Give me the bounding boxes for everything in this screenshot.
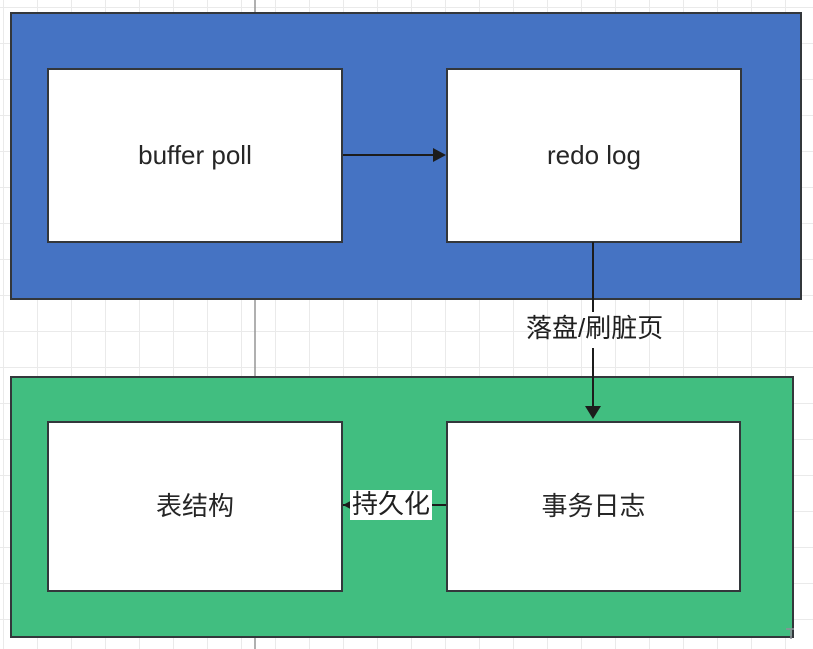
- arrow-redo-to-translog-arrowhead-icon: [585, 406, 601, 419]
- node-transaction-log-label: 事务日志: [541, 490, 646, 521]
- node-table-structure-label: 表结构: [155, 490, 234, 521]
- edge-label-persist: 持久化: [350, 489, 433, 520]
- node-redo-log-label: redo log: [547, 139, 641, 170]
- node-buffer-poll-label: buffer poll: [138, 139, 252, 170]
- grid-major-vline: [254, 0, 256, 649]
- node-buffer-poll[interactable]: buffer poll: [47, 68, 343, 243]
- edge-label-flush: 落盘/刷脏页: [526, 313, 664, 343]
- node-transaction-log[interactable]: 事务日志: [446, 421, 741, 592]
- arrow-buffer-to-redo-arrowhead-icon: [433, 148, 446, 162]
- arrow-redo-to-translog-line[interactable]: [592, 348, 594, 407]
- arrow-buffer-to-redo-line[interactable]: [343, 154, 434, 156]
- arrow-redo-to-translog-line[interactable]: [592, 242, 594, 312]
- node-redo-log[interactable]: redo log: [446, 68, 742, 243]
- node-table-structure[interactable]: 表结构: [47, 421, 343, 592]
- resize-handle[interactable]: [786, 627, 796, 639]
